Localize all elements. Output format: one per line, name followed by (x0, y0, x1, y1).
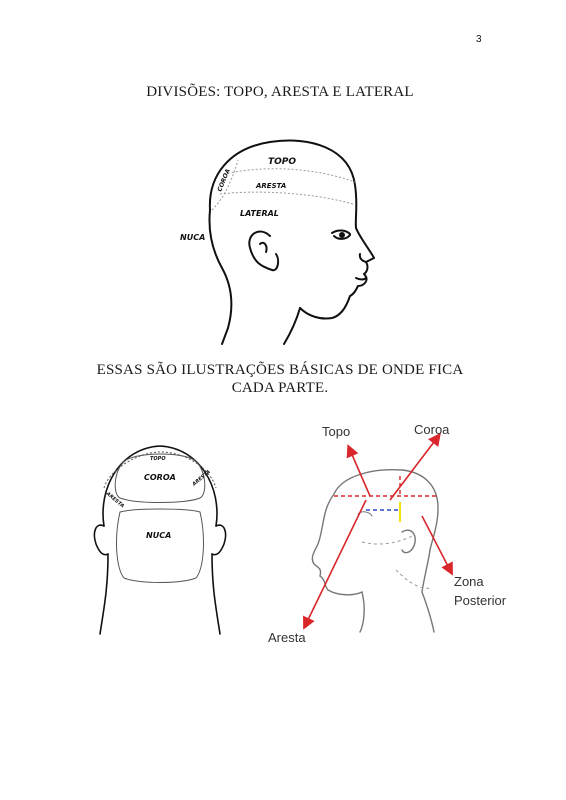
diagram-label-coroa: Coroa (414, 422, 450, 437)
side-label-topo: TOPO (268, 157, 296, 167)
subtitle-line-2: CADA PARTE. (231, 380, 329, 396)
diagram-label-zona: Zona (454, 574, 484, 589)
side-label-lateral: LATERAL (240, 209, 279, 218)
back-label-nuca: NUCA (146, 531, 171, 540)
zones-diagram: Topo Coroa Zona Posterior Aresta (268, 422, 507, 645)
back-label-aresta-left: ARESTA (104, 490, 125, 509)
page-title: DIVISÕES: TOPO, ARESTA E LATERAL (146, 84, 414, 100)
diagram-label-topo: Topo (322, 424, 350, 439)
back-label-topo: TOPO (150, 456, 166, 462)
side-label-aresta: ARESTA (255, 182, 286, 190)
side-label-nuca: NUCA (180, 233, 205, 242)
page-number: 3 (476, 34, 482, 45)
diagram-label-aresta: Aresta (268, 630, 306, 645)
side-head-figure: TOPO ARESTA LATERAL NUCA COROA (180, 139, 375, 345)
back-label-coroa: COROA (144, 473, 176, 482)
subtitle: ESSAS SÃO ILUSTRAÇÕES BÁSICAS DE ONDE FI… (60, 361, 500, 397)
diagram-label-posterior: Posterior (454, 593, 507, 608)
back-head-figure: TOPO COROA ARESTA ARESTA NUCA (93, 445, 227, 635)
subtitle-line-1: ESSAS SÃO ILUSTRAÇÕES BÁSICAS DE ONDE FI… (96, 362, 464, 378)
